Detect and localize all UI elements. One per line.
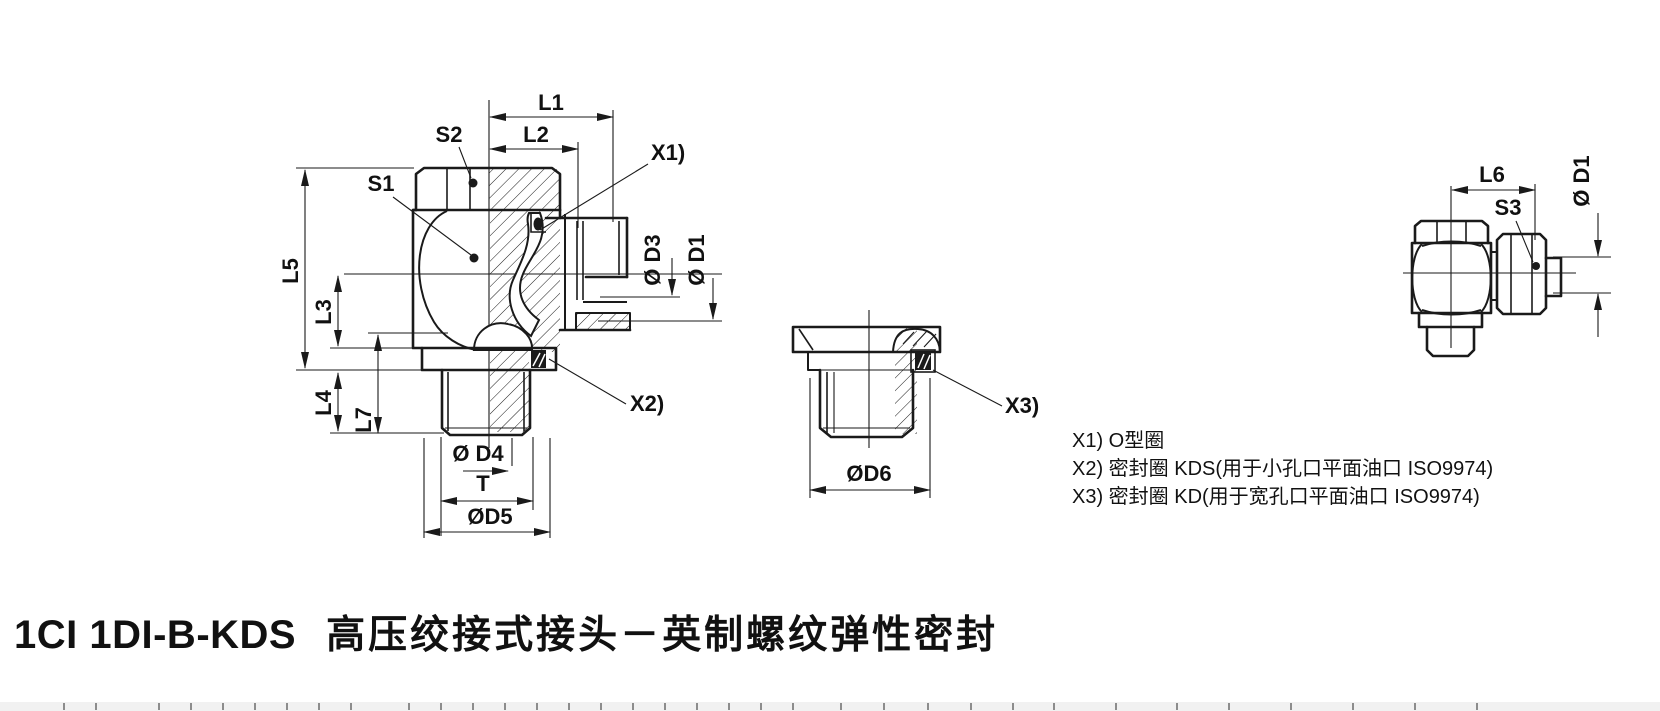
callout-x1: X1) — [651, 140, 685, 165]
stud-thread — [440, 368, 532, 437]
table-column-divider — [632, 703, 634, 710]
sealing-shoulder — [420, 346, 558, 372]
table-column-divider — [728, 703, 730, 710]
tube-stub — [1544, 256, 1563, 298]
table-column-divider — [927, 703, 929, 710]
table-column-divider — [840, 703, 842, 710]
callout-x2: X2) — [630, 391, 664, 416]
product-name: 高压绞接式接头－英制螺纹弹性密封 — [326, 614, 999, 657]
right-drawing-side-view: S3 L6 Ø D1 — [1403, 155, 1611, 358]
table-column-divider — [286, 703, 288, 710]
dim-label-l2: L2 — [523, 122, 549, 147]
table-column-divider — [1228, 703, 1230, 710]
table-column-divider — [222, 703, 224, 710]
dim-label-s3: S3 — [1495, 195, 1522, 220]
table-column-divider — [1352, 703, 1354, 710]
table-column-divider — [792, 703, 794, 710]
dim-label-s1: S1 — [368, 171, 395, 196]
table-column-divider — [1414, 703, 1416, 710]
table-top-strip — [0, 702, 1660, 711]
table-column-divider — [664, 703, 666, 710]
table-column-divider — [472, 703, 474, 710]
table-column-divider — [1176, 703, 1178, 710]
table-column-divider — [1053, 703, 1055, 710]
s1-leader-dot — [469, 253, 479, 263]
table-column-divider — [883, 703, 885, 710]
s2-leader-dot — [468, 178, 478, 188]
note-x1: X1) O型圈 — [1072, 430, 1165, 452]
table-column-divider — [1290, 703, 1292, 710]
table-column-divider — [1476, 703, 1478, 710]
table-column-divider — [504, 703, 506, 710]
table-column-divider — [696, 703, 698, 710]
model-code: 1CI 1DI-B-KDS — [14, 613, 297, 657]
dim-label-d1-left: Ø D1 — [684, 234, 709, 285]
dim-label-l6: L6 — [1479, 162, 1505, 187]
note-x3: X3) 密封圈 KD(用于宽孔口平面油口 ISO9974) — [1072, 486, 1480, 508]
table-column-divider — [254, 703, 256, 710]
plug-flange — [791, 325, 942, 354]
table-column-divider — [350, 703, 352, 710]
dim-label-d6: ØD6 — [846, 461, 891, 486]
swivel-nut — [1495, 232, 1548, 316]
banjo-bolt-head — [414, 166, 562, 212]
dim-label-l3: L3 — [311, 299, 336, 325]
table-column-divider — [760, 703, 762, 710]
table-column-divider — [318, 703, 320, 710]
table-column-divider — [568, 703, 570, 710]
stud-side-view — [1425, 325, 1476, 358]
table-column-divider — [190, 703, 192, 710]
dim-label-d3: Ø D3 — [640, 234, 665, 285]
table-column-divider — [600, 703, 602, 710]
table-column-divider — [158, 703, 160, 710]
dim-label-l5: L5 — [278, 258, 303, 284]
dim-label-d4: Ø D4 — [452, 441, 504, 466]
dim-label-l7: L7 — [351, 407, 376, 433]
table-column-divider — [440, 703, 442, 710]
middle-drawing-plug-section: ØD6 X3) — [791, 310, 1039, 498]
dim-label-t: T — [476, 471, 490, 496]
dim-label-l1: L1 — [538, 90, 564, 115]
dim-label-l4: L4 — [311, 389, 336, 415]
dim-label-d1-right: Ø D1 — [1569, 155, 1594, 206]
table-column-divider — [1115, 703, 1117, 710]
seal-footnotes: X1) O型圈 X2) 密封圈 KDS(用于小孔口平面油口 ISO9974) X… — [1072, 427, 1493, 511]
dim-label-s2: S2 — [436, 122, 463, 147]
s3-leader-dot — [1532, 262, 1540, 270]
table-column-divider — [970, 703, 972, 710]
table-column-divider — [408, 703, 410, 710]
table-column-divider — [63, 703, 65, 710]
dim-label-d5: ØD5 — [467, 504, 512, 529]
left-drawing-section-view: L1 L2 S2 S1 X1) L5 L3 L4 L7 Ø D4 — [278, 90, 722, 538]
table-column-divider — [536, 703, 538, 710]
o-ring-x1 — [533, 217, 543, 231]
note-x2: X2) 密封圈 KDS(用于小孔口平面油口 ISO9974) — [1072, 458, 1494, 480]
table-column-divider — [1012, 703, 1014, 710]
ball-silhouette — [418, 210, 477, 351]
series-title: 1CI 1DI-B-KDS 高压绞接式接头－英制螺纹弹性密封 — [14, 604, 998, 660]
plug-thread — [818, 368, 915, 439]
table-column-divider — [95, 703, 97, 710]
hex-top — [1413, 219, 1490, 245]
callout-x3: X3) — [1005, 393, 1039, 418]
